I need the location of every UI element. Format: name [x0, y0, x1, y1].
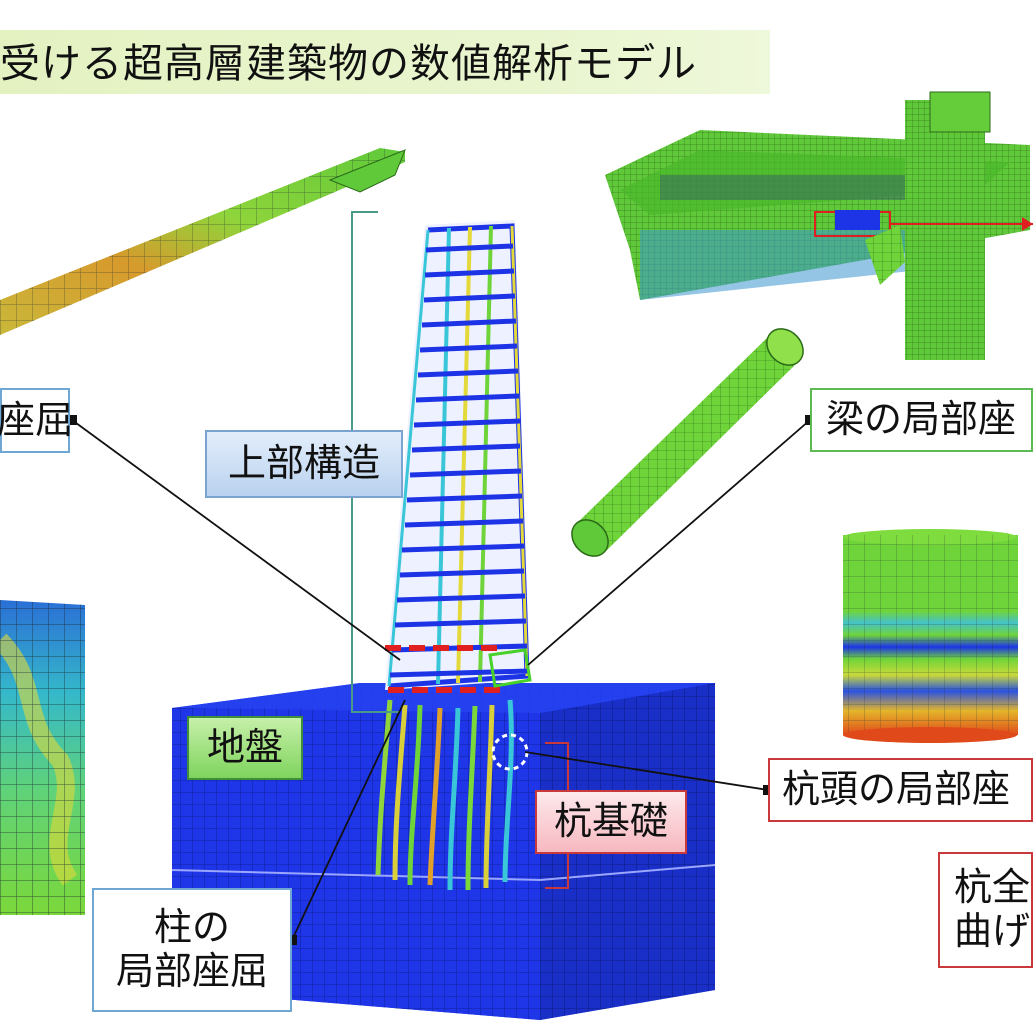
- label-upper-structure: 上部構造: [205, 430, 403, 498]
- label-pile-overall-line1: 杭全: [954, 865, 1031, 910]
- label-beam-local-buckling: 梁の局部座: [810, 388, 1033, 452]
- label-pile-foundation: 杭基礎: [535, 790, 687, 854]
- label-column-local-buckling: 柱の 局部座屈: [92, 888, 292, 1012]
- pile-head-cylinder: [843, 529, 1018, 743]
- page-title: 受ける超高層建築物の数値解析モデル: [0, 41, 697, 87]
- label-pile-overall-line2: 曲げ: [954, 909, 1031, 953]
- leader-lines: [71, 419, 811, 941]
- high-rise-frame: [385, 220, 532, 771]
- label-za-kutsu: 座屈: [0, 388, 73, 453]
- label-pile-overall-bending: 杭全 曲げ: [938, 852, 1033, 968]
- beam-segment-cylinder: [571, 328, 804, 557]
- beam-column-joint-model: [605, 91, 1033, 360]
- label-column-line1: 柱の: [153, 905, 230, 950]
- label-ground: 地盤: [187, 716, 303, 780]
- twisted-beam-model: [0, 148, 406, 335]
- column-buckling-panel: [0, 600, 85, 915]
- foundation-piles: [375, 699, 514, 891]
- title-band: [0, 30, 770, 94]
- label-pile-head-local-buckling: 杭頭の局部座: [768, 758, 1033, 822]
- label-column-line2: 局部座屈: [115, 949, 268, 993]
